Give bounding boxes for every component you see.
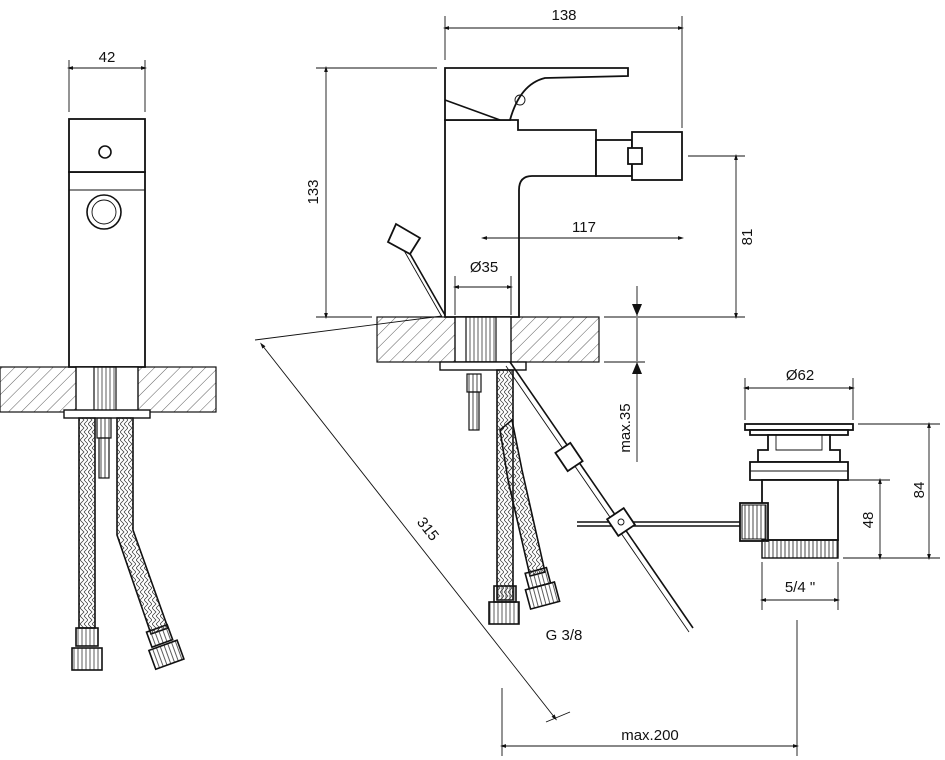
side-mixer-body bbox=[444, 119, 597, 318]
dim-spout-height: 81 bbox=[739, 229, 756, 246]
dim-rod-reach: max.200 bbox=[621, 727, 679, 744]
label-hose-thread: G 3/8 bbox=[546, 627, 583, 644]
front-lever bbox=[68, 118, 146, 173]
waste-body bbox=[761, 479, 839, 541]
dim-overall-height: 133 bbox=[305, 179, 322, 204]
front-hose-left bbox=[78, 417, 96, 629]
dim-deck-thickness: max.35 bbox=[617, 403, 634, 452]
dim-waste-height: 84 bbox=[911, 482, 928, 499]
dim-hole-diameter: Ø35 bbox=[470, 259, 498, 276]
waste-thread bbox=[761, 539, 839, 559]
dim-hose-length: 315 bbox=[413, 514, 442, 544]
front-mixer-body bbox=[68, 171, 146, 368]
dim-waste-thread: 5/4 " bbox=[785, 579, 815, 596]
waste-flange bbox=[757, 434, 841, 463]
front-hose-nut-left bbox=[75, 627, 99, 647]
side-popup-knob bbox=[386, 222, 422, 256]
side-view: 138 133 117 81 Ø35 max.35 315 G 3/8 bbox=[254, 7, 800, 756]
pop-up-waste-detail: Ø62 84 48 5/4 " bbox=[739, 367, 940, 610]
front-washer bbox=[63, 409, 151, 419]
front-popup-knob bbox=[86, 194, 122, 230]
dim-overall-width: 138 bbox=[551, 7, 576, 24]
side-aerator bbox=[595, 139, 633, 177]
front-hose-right bbox=[116, 417, 170, 636]
side-rod-coupler bbox=[554, 441, 584, 473]
front-lever-indicator-icon bbox=[98, 145, 112, 159]
dim-waste-diameter: Ø62 bbox=[786, 367, 814, 384]
dim-waste-thread-height: 48 bbox=[860, 512, 877, 529]
dim-front-width: 42 bbox=[99, 49, 116, 66]
dim-spout-reach: 117 bbox=[572, 219, 596, 236]
side-rod-clip bbox=[605, 506, 637, 538]
side-lever bbox=[444, 67, 629, 121]
front-view: 42 bbox=[0, 49, 217, 671]
